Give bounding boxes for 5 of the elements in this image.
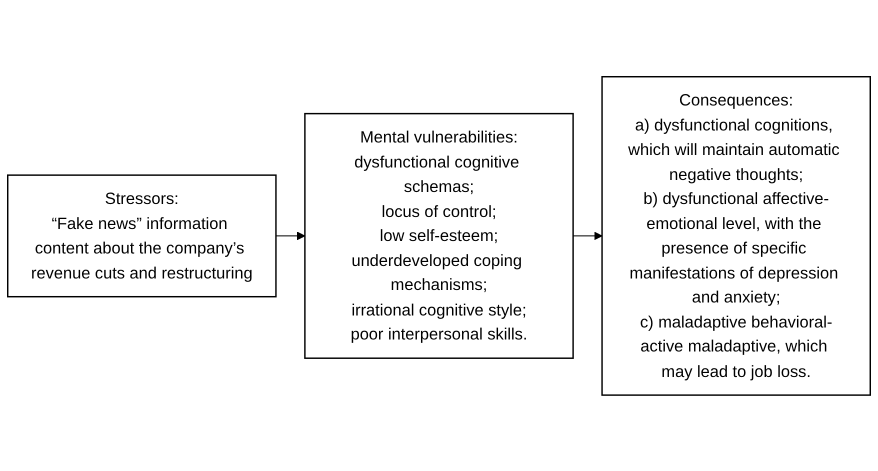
arrow xyxy=(275,231,306,240)
node-box: Stressors: “Fake news” information content about the company’s revenue cuts and restructuring xyxy=(7,174,277,297)
arrow xyxy=(572,231,602,240)
node-box: Mental vulnerabilities: dysfunctional cognitive schemas; locus of control; low self-esteem; underdeveloped coping mechanisms; irrational cognitive style; poor interpersonal skills. xyxy=(304,112,574,358)
node-box: Consequences: a) dysfunctional cognitions, which will maintain automatic negative thoughts; b) dysfunctional affective-emotional level, with the presence of specific manifestations of depression and anxiety; c) maladaptive behavioral-active maladaptive, which may lead to job loss. xyxy=(601,76,871,396)
